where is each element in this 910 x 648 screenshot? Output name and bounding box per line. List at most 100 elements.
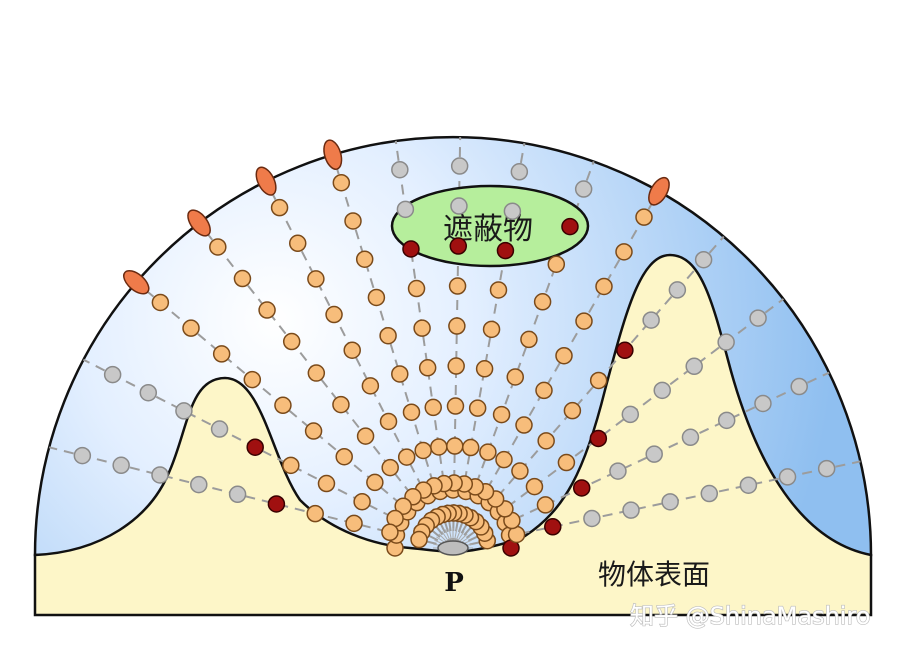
sample-point-blocked: [717, 411, 736, 430]
sample-point-visible: [475, 360, 494, 378]
sample-point-visible: [306, 504, 324, 523]
sample-point-visible: [345, 514, 363, 533]
sample-point-blocked: [622, 501, 640, 519]
sample-point-visible: [430, 438, 448, 456]
sample-point-blocked: [391, 160, 409, 179]
sample-point-blocked: [642, 311, 660, 329]
sample-point-visible: [447, 357, 465, 375]
sample-point-hit: [544, 518, 562, 536]
sample-point-visible: [615, 243, 633, 261]
sample-point-visible: [635, 208, 653, 226]
sample-point-visible: [317, 474, 336, 493]
sample-point-blocked: [681, 428, 700, 447]
sample-point-visible: [479, 443, 497, 461]
point-p-label: P: [444, 568, 464, 598]
sample-point-hit: [496, 241, 515, 260]
sample-point-blocked: [817, 459, 836, 478]
sample-point-visible: [414, 441, 432, 460]
sample-point-visible: [407, 279, 426, 298]
sample-point-blocked: [103, 365, 122, 384]
surface-label: 物体表面: [598, 558, 710, 591]
sky-hit: [648, 176, 670, 206]
sky-hit: [187, 209, 211, 237]
sky-hit: [123, 269, 150, 295]
sample-point-visible: [557, 453, 576, 472]
sample-point-blocked: [645, 445, 663, 463]
sample-point-visible: [448, 317, 466, 335]
sample-point-visible: [307, 270, 325, 288]
sample-point-visible: [397, 448, 416, 466]
sample-point-blocked: [749, 309, 767, 327]
sample-point-blocked: [694, 250, 713, 269]
sample-point-hit: [561, 217, 579, 236]
sample-point-blocked: [450, 157, 469, 175]
sample-point-blocked: [583, 509, 601, 528]
sample-point-visible: [343, 341, 361, 359]
sample-point-hit: [246, 438, 264, 456]
sample-point-visible: [304, 422, 323, 440]
sample-point-visible: [335, 447, 353, 466]
sample-point-blocked: [653, 381, 671, 400]
sample-point-hit: [589, 429, 608, 448]
point-p-marker: [437, 540, 469, 556]
sample-point-visible: [595, 277, 613, 296]
sample-point-blocked: [754, 394, 772, 413]
sample-point-visible: [233, 269, 252, 288]
sample-point-visible: [243, 370, 262, 389]
sample-point-visible: [589, 371, 608, 390]
sample-point-visible: [307, 364, 326, 382]
sample-point-visible: [446, 397, 465, 415]
sample-point-blocked: [73, 446, 92, 465]
sample-point-visible: [361, 377, 380, 395]
sample-point-visible: [563, 401, 582, 420]
sample-point-hit: [572, 479, 591, 497]
sample-point-blocked: [175, 402, 193, 420]
sample-point-blocked: [609, 462, 627, 480]
sample-point-visible: [209, 238, 227, 256]
watermark: 知乎 @ShinaMashiro: [630, 602, 870, 630]
sample-point-visible: [482, 320, 501, 339]
sample-point-visible: [366, 473, 384, 492]
sky-hit: [323, 139, 343, 170]
occluder-shape: [390, 184, 590, 268]
sample-point-visible: [537, 432, 555, 450]
sample-point-visible: [353, 492, 371, 511]
sky-hit: [255, 166, 277, 196]
sample-points: [73, 157, 836, 550]
sample-point-visible: [424, 398, 442, 417]
sample-point-visible: [535, 381, 553, 400]
sample-point-visible: [555, 346, 573, 365]
sample-point-visible: [391, 365, 409, 383]
sample-point-visible: [282, 332, 301, 351]
sample-point-blocked: [661, 493, 679, 511]
sample-point-visible: [381, 523, 399, 542]
sample-point-visible: [520, 330, 538, 349]
sample-point-visible: [461, 438, 480, 457]
sample-point-visible: [515, 416, 533, 434]
sample-point-blocked: [396, 200, 415, 219]
sky-hit-marks: [123, 139, 670, 295]
sample-point-visible: [448, 277, 467, 295]
sample-point-visible: [536, 496, 555, 514]
sample-point-hit: [267, 495, 286, 513]
sample-point-visible: [282, 456, 300, 475]
sample-point-blocked: [685, 357, 703, 376]
sample-point-blocked: [510, 163, 529, 181]
sample-point-blocked: [668, 281, 687, 299]
sample-point-blocked: [210, 420, 229, 438]
sample-point-blocked: [112, 456, 130, 475]
sample-point-visible: [379, 326, 397, 345]
sample-point-visible: [270, 198, 289, 217]
sample-point-blocked: [700, 484, 719, 503]
sample-point-visible: [258, 301, 276, 319]
sample-point-blocked: [621, 405, 640, 424]
sample-point-blocked: [190, 475, 208, 494]
sample-point-blocked: [450, 197, 468, 215]
sample-point-blocked: [739, 476, 758, 494]
sample-point-visible: [575, 312, 593, 330]
sample-point-visible: [274, 396, 292, 415]
sample-point-visible: [379, 412, 398, 431]
sample-point-visible: [413, 319, 431, 337]
sample-point-visible: [506, 368, 524, 386]
